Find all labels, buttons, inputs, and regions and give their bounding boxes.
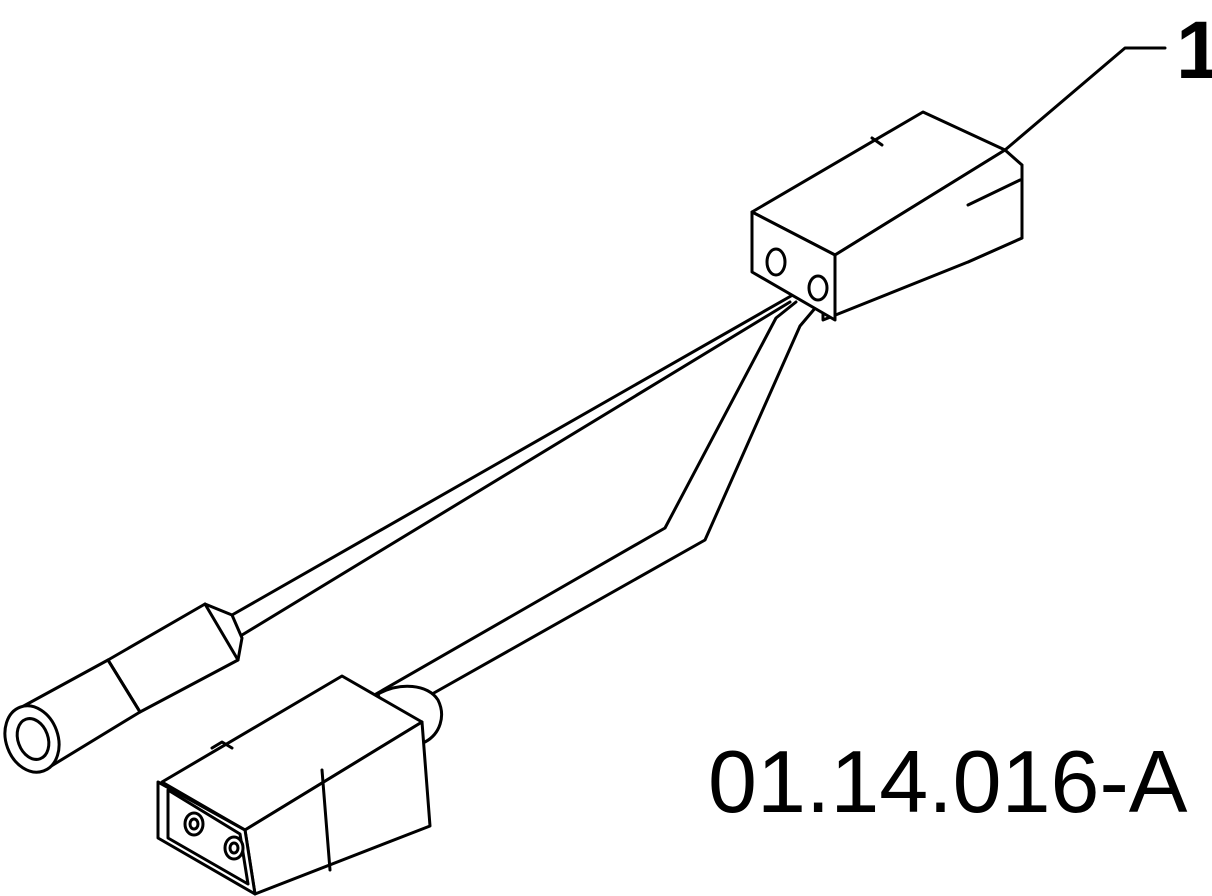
upper-wire [230,282,814,637]
bottom-connector [156,674,432,896]
callout-leader [1003,46,1167,152]
callout-number: 1 [1176,5,1212,96]
lower-wire [374,298,824,700]
reference-code: 01.14.016-A [708,732,1188,831]
top-connector [750,110,1024,322]
round-terminal [3,602,244,774]
